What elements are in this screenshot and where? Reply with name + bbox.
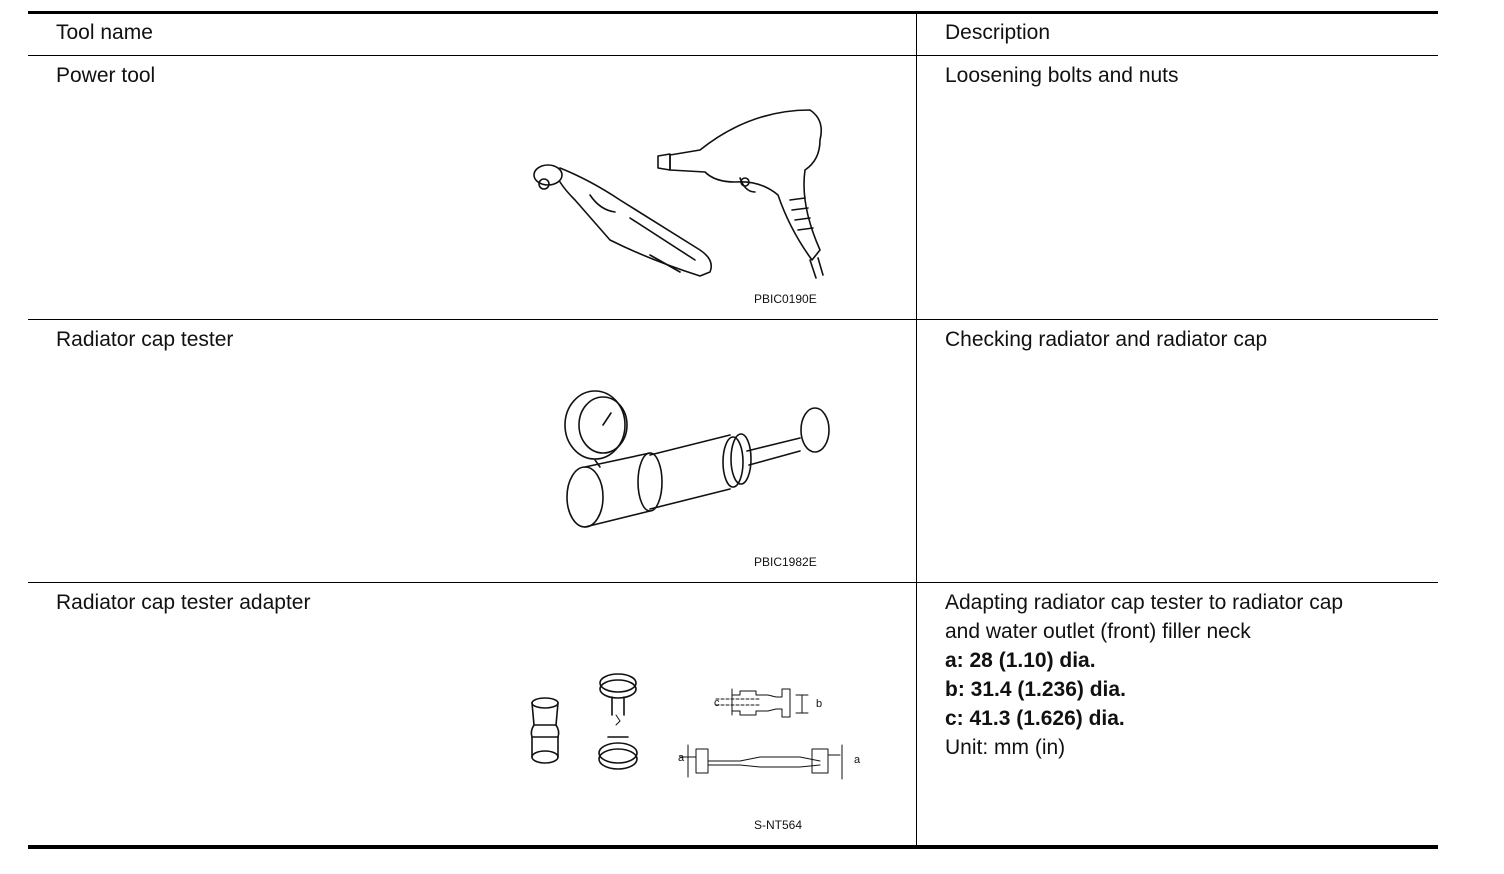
figure-label-c: c xyxy=(714,697,720,709)
figure-code-radiator-cap-tester: PBIC1982E xyxy=(754,555,817,569)
figure-label-a-left: a xyxy=(678,752,685,764)
table-bottom-rule xyxy=(28,845,1438,849)
description-line: and water outlet (front) filler neck xyxy=(945,620,1251,643)
header-divider xyxy=(28,55,1438,56)
tool-name-radiator-cap-tester-adapter: Radiator cap tester adapter xyxy=(56,591,311,614)
tool-name-power-tool: Power tool xyxy=(56,64,156,87)
column-divider xyxy=(916,14,917,845)
row-divider-1 xyxy=(28,319,1438,320)
tool-name-radiator-cap-tester: Radiator cap tester xyxy=(56,328,234,351)
description-adapter: Adapting radiator cap tester to radiator… xyxy=(945,588,1343,762)
description-line: Checking radiator and radiator cap xyxy=(945,328,1268,351)
figure-code-power-tool: PBIC0190E xyxy=(754,292,817,306)
figure-code-adapter: S-NT564 xyxy=(754,818,803,832)
header-description: Description xyxy=(945,21,1051,44)
radiator-cap-tester-illustration xyxy=(564,390,830,528)
dimension-c: c: 41.3 (1.626) dia. xyxy=(945,707,1125,730)
power-tool-illustration xyxy=(533,109,824,279)
dimension-a: a: 28 (1.10) dia. xyxy=(945,649,1096,672)
description-line: Loosening bolts and nuts xyxy=(945,64,1179,87)
row-divider-2 xyxy=(28,582,1438,583)
description-radiator-cap-tester: Checking radiator and radiator cap xyxy=(945,325,1267,354)
unit-note: Unit: mm (in) xyxy=(945,736,1066,759)
description-power-tool: Loosening bolts and nuts xyxy=(945,61,1179,90)
table-top-rule xyxy=(28,11,1438,14)
description-line: Adapting radiator cap tester to radiator… xyxy=(945,591,1344,614)
dimension-b: b: 31.4 (1.236) dia. xyxy=(945,678,1126,701)
radiator-cap-tester-adapter-illustration: c b a a xyxy=(530,673,861,780)
figure-label-a-right: a xyxy=(854,754,861,766)
header-tool-name: Tool name xyxy=(56,21,153,44)
figure-label-b: b xyxy=(816,698,822,710)
